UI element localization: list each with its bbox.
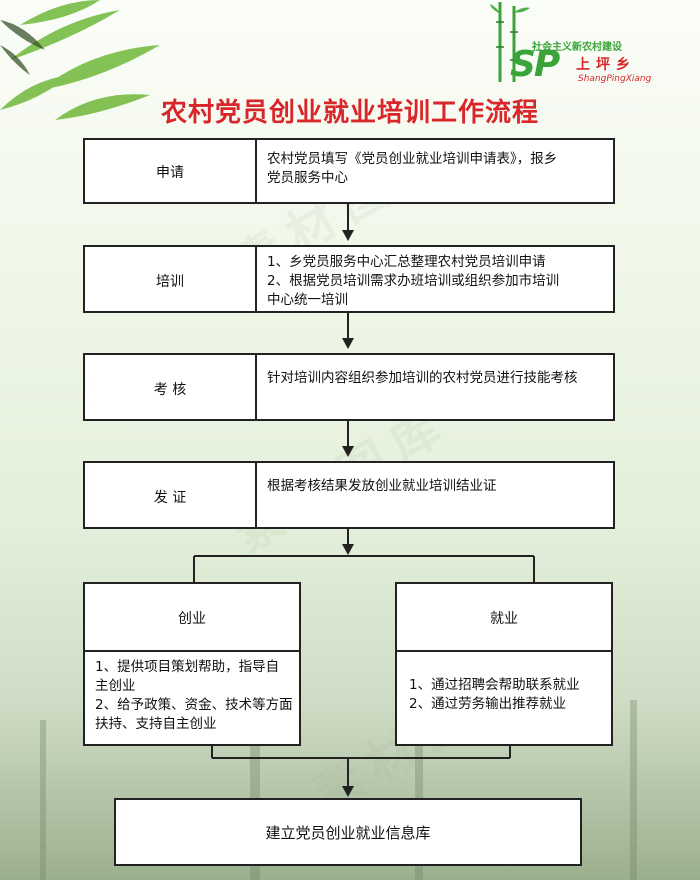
final-label: 建立党员创业就业信息库: [116, 822, 580, 843]
final-step: 建立党员创业就业信息库: [114, 798, 582, 866]
divider: [85, 650, 299, 652]
branch-employment: 就业 1、通过招聘会帮助联系就业 2、通过劳务输出推荐就业: [395, 582, 613, 746]
branch-desc: 1、提供项目策划帮助，指导自 主创业 2、给予政策、资金、技术等方面 扶持、支持…: [95, 658, 299, 734]
branch-label: 就业: [397, 608, 611, 628]
branch-label: 创业: [85, 608, 299, 628]
branch-entrepreneurship: 创业 1、提供项目策划帮助，指导自 主创业 2、给予政策、资金、技术等方面 扶持…: [83, 582, 301, 746]
branch-desc: 1、通过招聘会帮助联系就业 2、通过劳务输出推荐就业: [409, 676, 609, 714]
divider: [397, 650, 611, 652]
